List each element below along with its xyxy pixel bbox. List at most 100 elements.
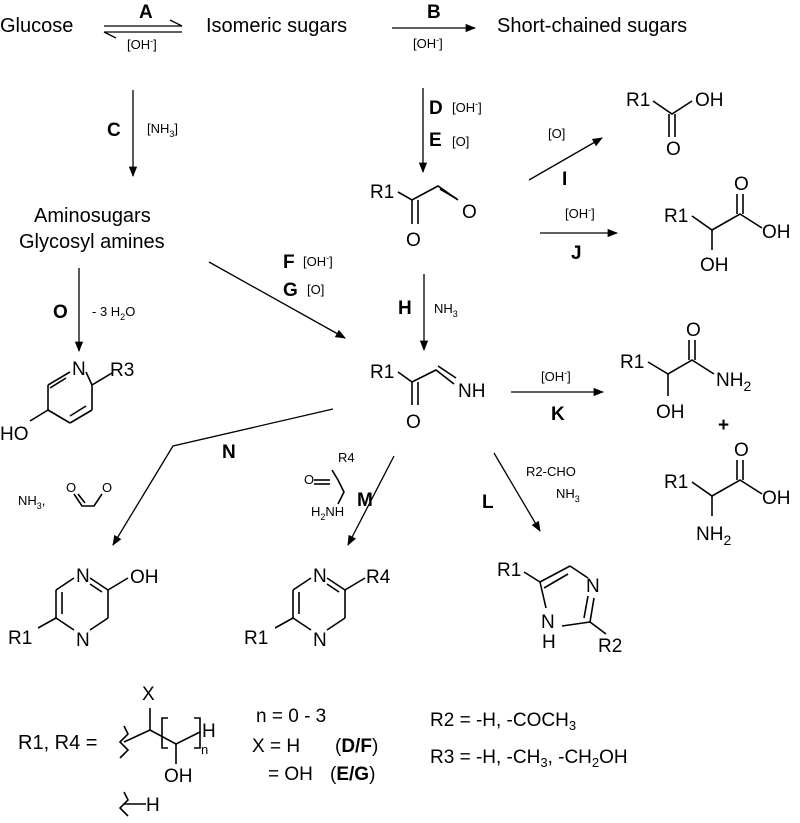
svg-text:O: O <box>686 320 701 341</box>
svg-text:R1: R1 <box>664 472 688 493</box>
step-o-label: O <box>53 302 68 323</box>
svg-text:R4: R4 <box>366 567 391 588</box>
svg-text:H: H <box>542 632 556 653</box>
step-b-label: B <box>427 2 441 23</box>
svg-text:R1: R1 <box>626 90 650 111</box>
svg-text:R1: R1 <box>497 560 521 581</box>
svg-text:[OH-]: [OH-] <box>127 36 157 52</box>
svg-text:NH2: NH2 <box>716 370 751 394</box>
imidazole-structure: R1 N N H R2 <box>497 560 622 657</box>
svg-text:R4: R4 <box>338 450 355 465</box>
svg-text:O: O <box>66 480 76 495</box>
condition-n: NH3, O O <box>18 480 112 511</box>
step-c-label: C <box>107 120 121 141</box>
arrow-n <box>112 408 334 546</box>
legend-x-h-steps: (D/F) <box>335 736 378 757</box>
svg-text:NH2: NH2 <box>696 524 731 548</box>
step-d-label: D <box>429 98 443 119</box>
svg-text:O: O <box>462 202 477 223</box>
step-k-label: K <box>551 404 565 425</box>
dicarbonyl-structure: R1 O O <box>370 182 477 251</box>
hydrogen-substituent: H <box>118 791 160 817</box>
svg-text:N: N <box>76 630 90 651</box>
condition-d: [OH-] <box>452 99 482 115</box>
svg-text:X: X <box>142 684 155 705</box>
svg-text:NH3,: NH3, <box>18 493 45 511</box>
step-j-label: J <box>571 243 582 264</box>
svg-text:O: O <box>406 230 421 251</box>
arrow-i <box>528 137 603 181</box>
step-i-label: I <box>562 169 567 190</box>
condition-g: [O] <box>307 282 324 297</box>
condition-i: [O] <box>548 126 565 141</box>
plus-sign: + <box>718 415 729 436</box>
svg-text:O: O <box>734 440 749 461</box>
svg-text:OH: OH <box>656 402 685 423</box>
svg-text:R1: R1 <box>244 628 268 649</box>
svg-text:OH: OH <box>130 567 159 588</box>
svg-text:H: H <box>202 721 216 742</box>
condition-k: [OH-] <box>541 368 571 384</box>
step-g-label: G <box>283 280 298 301</box>
svg-text:R1: R1 <box>664 206 688 227</box>
legend-n-range: n = 0 - 3 <box>256 706 326 727</box>
svg-text:R2: R2 <box>598 636 622 657</box>
svg-text:R1: R1 <box>620 352 644 373</box>
svg-text:OH: OH <box>762 488 791 509</box>
arrow-fg <box>208 261 346 339</box>
legend-r2: R2 = -H, -COCH3 <box>430 710 576 733</box>
condition-b: [OH-] <box>413 35 443 51</box>
svg-text:N: N <box>76 566 90 587</box>
svg-text:O: O <box>406 412 421 433</box>
hydroxypyrazine-structure: N N OH R1 <box>8 566 159 651</box>
pyrazine-structure: N N R4 R1 <box>244 566 391 651</box>
hydroxy-acid-structure: R1 O OH OH <box>664 174 791 276</box>
svg-text:O: O <box>304 472 314 487</box>
svg-text:NH: NH <box>458 381 485 402</box>
glycosyl-amines-label: Glycosyl amines <box>19 231 165 253</box>
svg-text:N: N <box>72 359 86 380</box>
svg-text:H2NH: H2NH <box>311 504 344 522</box>
svg-text:O: O <box>666 139 681 160</box>
svg-text:O: O <box>102 480 112 495</box>
condition-l-nh3: NH3 <box>556 486 580 504</box>
step-m-label: M <box>357 490 373 511</box>
equilibrium-arrow-a <box>103 19 183 39</box>
condition-a: [OH-] <box>127 36 157 52</box>
legend-x-oh: = OH <box>268 764 313 785</box>
svg-text:n: n <box>201 742 208 757</box>
svg-text:R3: R3 <box>110 360 134 381</box>
legend-r3: R3 = -H, -CH3, -CH2OH <box>430 747 628 770</box>
svg-text:OH: OH <box>695 90 724 111</box>
svg-text:N: N <box>313 566 327 587</box>
short-chained-sugars-label: Short-chained sugars <box>497 15 687 37</box>
svg-text:N: N <box>541 612 555 633</box>
carboxylic-acid-structure: R1 O OH <box>626 90 724 160</box>
legend-x-oh-steps: (E/G) <box>330 764 375 785</box>
condition-f: [OH-] <box>303 253 333 269</box>
condition-o: - 3 H2O <box>92 304 135 322</box>
substituent-structure: X n H OH <box>118 684 216 787</box>
condition-c: [NH3] <box>147 121 178 139</box>
svg-text:N: N <box>586 576 600 597</box>
svg-text:R1: R1 <box>8 628 32 649</box>
svg-text:OH: OH <box>700 255 729 276</box>
step-l-label: L <box>482 492 494 513</box>
amino-acid-structure: R1 O OH NH2 <box>664 440 791 548</box>
step-a-label: A <box>139 2 153 23</box>
arrow-l <box>493 452 541 532</box>
step-n-label: N <box>222 442 236 463</box>
legend-r1r4: R1, R4 = <box>18 732 97 754</box>
hydroxy-amide-structure: R1 O NH2 OH <box>620 320 751 423</box>
step-h-label: H <box>398 298 412 319</box>
condition-h: NH3 <box>434 301 458 319</box>
isomeric-sugars-label: Isomeric sugars <box>206 15 347 37</box>
legend-x-h: X = H <box>252 736 300 757</box>
svg-text:O: O <box>734 174 749 195</box>
svg-text:H: H <box>146 795 160 816</box>
step-e-label: E <box>429 130 442 151</box>
glucose-label: Glucose <box>0 15 73 37</box>
imino-ketone-structure: R1 O NH <box>370 362 485 433</box>
condition-l-aldehyde: R2-CHO <box>526 464 576 479</box>
